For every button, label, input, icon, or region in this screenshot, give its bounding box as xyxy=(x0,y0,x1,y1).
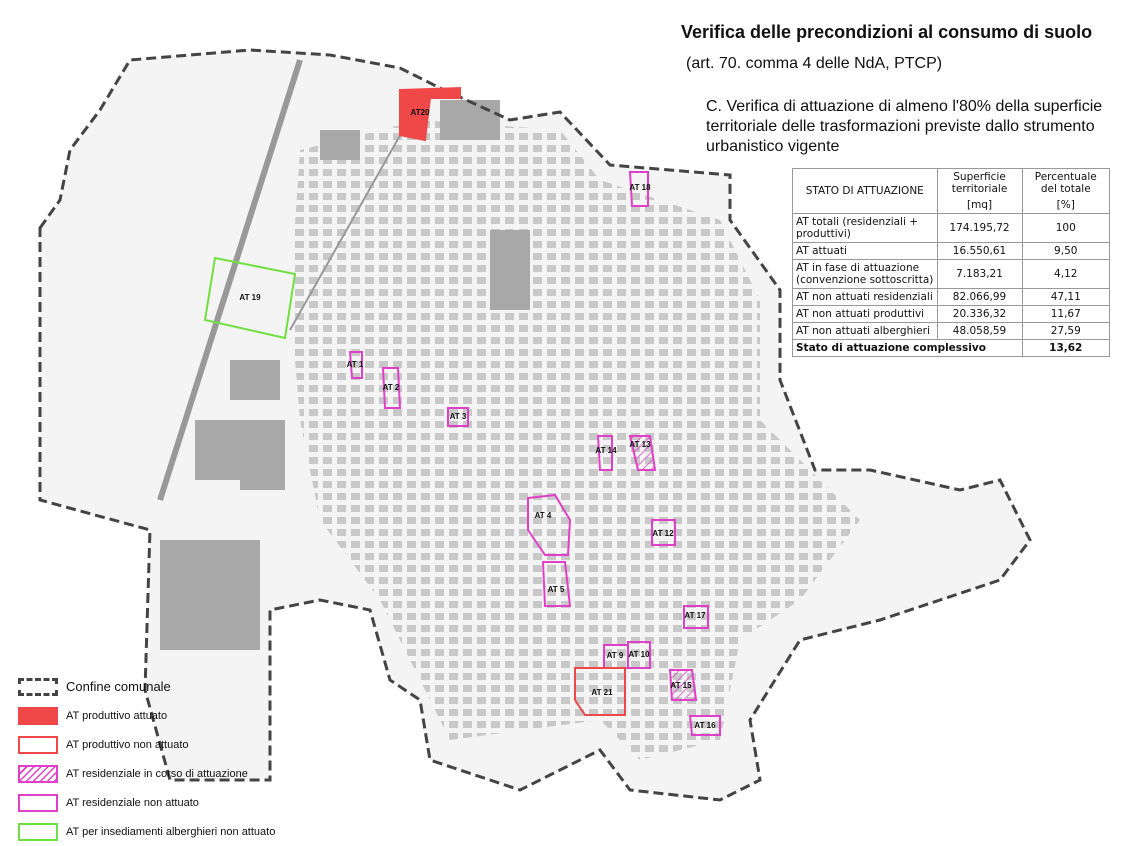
unit-percent: [%] xyxy=(1021,197,1110,214)
at-area-label: AT 21 xyxy=(591,688,613,697)
legend-swatch-red-outline-icon xyxy=(18,735,58,754)
at-area-label: AT 16 xyxy=(694,721,716,730)
row-percent: 11,67 xyxy=(1021,305,1110,323)
at-area-label: AT 3 xyxy=(450,412,467,421)
table-row: AT in fase di attuazione (convenzione so… xyxy=(792,259,1110,289)
at-area-at18 xyxy=(628,171,649,207)
row-area: 16.550,61 xyxy=(936,242,1023,260)
row-label: AT totali (residenziali + produttivi) xyxy=(792,213,938,243)
at-area-at12 xyxy=(651,519,676,546)
at-area-at14 xyxy=(596,435,613,471)
highway xyxy=(157,59,421,501)
at-area-label: AT 13 xyxy=(629,440,651,449)
row-percent: 4,12 xyxy=(1021,259,1110,289)
at-area-label: AT 19 xyxy=(239,293,261,302)
at-area-at19 xyxy=(203,256,297,340)
at-area-at4 xyxy=(527,493,572,556)
row-percent: 100 xyxy=(1021,213,1110,243)
legend-label: Confine comunale xyxy=(66,679,171,694)
row-label: AT attuati xyxy=(792,242,938,260)
page-title: Verifica delle precondizioni al consumo … xyxy=(681,22,1093,42)
legend: Confine comunale AT produttivo attuato AT … xyxy=(18,672,275,846)
page-subtitle: (art. 70. comma 4 delle NdA, PTCP) xyxy=(686,55,943,72)
row-percent: 47,11 xyxy=(1021,288,1110,306)
row-area: 174.195,72 xyxy=(936,213,1023,243)
row-label: AT non attuati alberghieri xyxy=(792,322,938,340)
legend-swatch-red-fill-icon xyxy=(18,706,58,725)
implementation-table: STATO DI ATTUAZIONE Superficie territori… xyxy=(792,168,1110,357)
table-row: AT totali (residenziali + produttivi)174… xyxy=(792,213,1110,243)
at-area-at5 xyxy=(541,561,572,607)
legend-item: Confine comunale xyxy=(18,672,275,701)
total-value: 13,62 xyxy=(1021,339,1110,357)
total-label: Stato di attuazione complessivo xyxy=(792,339,1023,357)
legend-label: AT residenziale non attuato xyxy=(66,796,199,809)
legend-item: AT residenziale in corso di attuazione xyxy=(18,759,275,788)
at-area-at1 xyxy=(348,351,363,379)
row-area: 7.183,21 xyxy=(936,259,1023,289)
legend-item: AT per insediamenti alberghieri non attu… xyxy=(18,817,275,846)
at-area-at3 xyxy=(447,407,469,427)
row-label: AT in fase di attuazione (convenzione so… xyxy=(792,259,938,289)
legend-label: AT residenziale in corso di attuazione xyxy=(66,767,248,780)
legend-swatch-boundary-icon xyxy=(18,677,58,696)
row-area: 20.336,32 xyxy=(936,305,1023,323)
row-area: 48.058,59 xyxy=(936,322,1023,340)
row-label: AT non attuati produttivi xyxy=(792,305,938,323)
row-area: 82.066,99 xyxy=(936,288,1023,306)
row-percent: 27,59 xyxy=(1021,322,1110,340)
at-area-label: AT 4 xyxy=(535,511,552,520)
legend-swatch-green-outline-icon xyxy=(18,822,58,841)
header-stato: STATO DI ATTUAZIONE xyxy=(792,168,938,214)
section-description: C. Verifica di attuazione di almeno l'80… xyxy=(706,98,1103,155)
at-area-at17 xyxy=(683,605,709,629)
at-area-at16 xyxy=(688,715,721,736)
row-percent: 9,50 xyxy=(1021,242,1110,260)
at-area-label: AT 1 xyxy=(347,360,364,369)
row-label: AT non attuati residenziali xyxy=(792,288,938,306)
legend-item: AT produttivo non attuato xyxy=(18,730,275,759)
at-area-label: AT 5 xyxy=(548,585,565,594)
table-total-row: Stato di attuazione complessivo 13,62 xyxy=(792,339,1110,357)
at-area-at2 xyxy=(381,367,402,409)
at-area-label: AT 10 xyxy=(628,650,650,659)
at-area-at15 xyxy=(668,669,698,701)
industrial-buildings xyxy=(160,100,530,650)
at-area-label: AT20 xyxy=(411,108,431,117)
at-area-label: AT 14 xyxy=(595,446,617,455)
at-area-label: AT 2 xyxy=(383,383,400,392)
header-superficie: Superficie territoriale xyxy=(936,168,1023,197)
legend-label: AT produttivo attuato xyxy=(66,709,168,722)
at-area-label: AT 17 xyxy=(684,611,706,620)
at-area-at21 xyxy=(574,667,626,716)
legend-label: AT produttivo non attuato xyxy=(66,738,189,751)
at-area-label: AT 18 xyxy=(629,183,651,192)
legend-label: AT per insediamenti alberghieri non attu… xyxy=(66,825,276,838)
at-area-at13 xyxy=(628,435,657,471)
header-percentuale: Percentuale del totale xyxy=(1021,168,1110,197)
legend-swatch-magenta-outline-icon xyxy=(18,793,58,812)
municipal-boundary xyxy=(38,48,1032,802)
at-area-at10 xyxy=(627,641,651,669)
unit-mq: [mq] xyxy=(936,197,1023,214)
legend-swatch-magenta-hatch-icon xyxy=(18,764,58,783)
legend-item: AT residenziale non attuato xyxy=(18,788,275,817)
at-area-label: AT 12 xyxy=(652,529,674,538)
legend-item: AT produttivo attuato xyxy=(18,701,275,730)
at-area-at20 xyxy=(399,86,461,142)
at-area-label: AT 9 xyxy=(607,651,624,660)
urban-fabric xyxy=(290,120,860,760)
at-area-label: AT 15 xyxy=(670,681,692,690)
